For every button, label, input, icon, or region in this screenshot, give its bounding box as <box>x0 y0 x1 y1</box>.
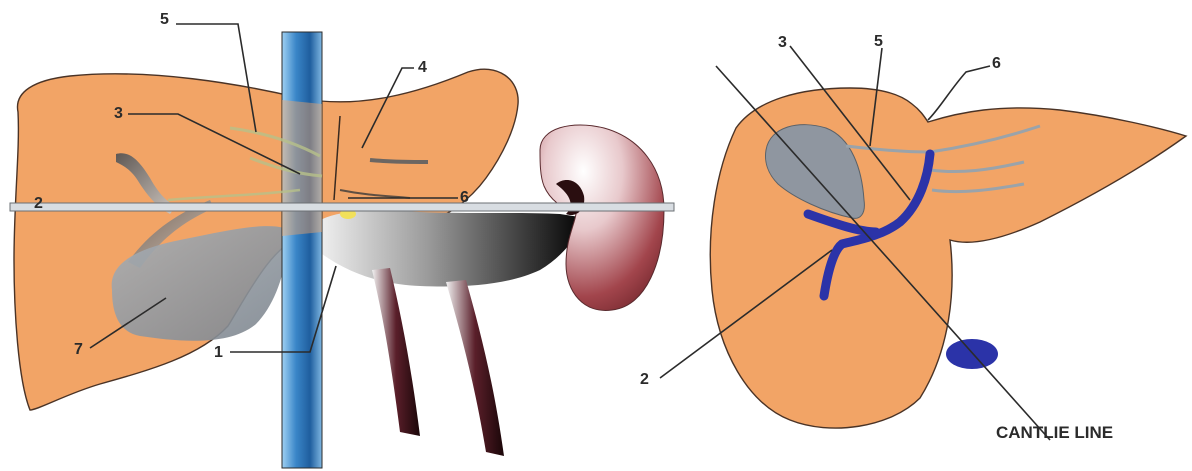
label-7: 7 <box>74 341 83 358</box>
vena-cava-cross-section <box>946 339 998 369</box>
label-4: 4 <box>418 59 427 76</box>
vessel-left <box>372 268 420 436</box>
inferior-vena-cava <box>282 32 322 468</box>
label-5: 5 <box>160 11 169 28</box>
left-panel: 5 4 3 2 6 7 1 <box>10 11 674 468</box>
label-6: 6 <box>460 189 469 206</box>
right-panel: 3 5 6 2 CANTLIE LINE <box>640 33 1186 442</box>
hepatic-vein-left <box>370 160 428 162</box>
label-r2: 2 <box>640 371 649 388</box>
stomach-curve <box>300 210 586 286</box>
label-3: 3 <box>114 105 123 122</box>
label-2: 2 <box>34 195 43 212</box>
label-1: 1 <box>214 344 223 361</box>
vessel-right <box>446 280 504 456</box>
label-r5: 5 <box>874 33 883 50</box>
cantlie-line-caption: CANTLIE LINE <box>996 423 1113 442</box>
label-r3: 3 <box>778 34 787 51</box>
transverse-plane-bar <box>10 203 674 211</box>
label-r6: 6 <box>992 55 1001 72</box>
